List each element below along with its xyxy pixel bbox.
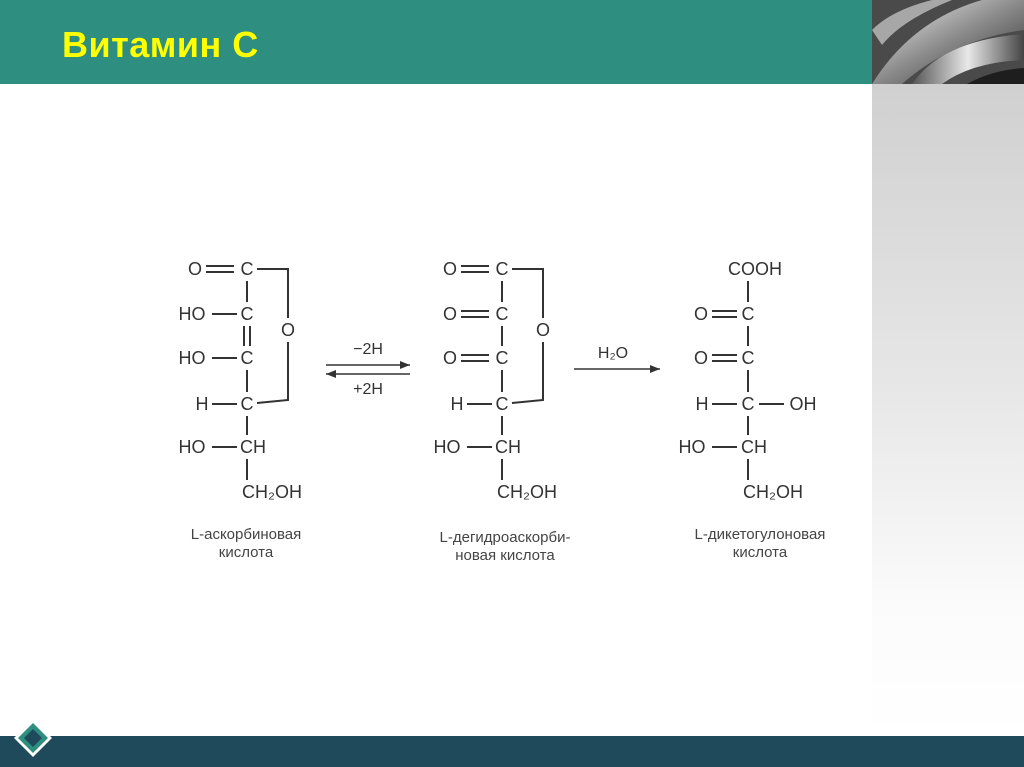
atom-label: O bbox=[536, 320, 550, 340]
atom-label: C bbox=[742, 348, 755, 368]
atom-label: HO bbox=[434, 437, 461, 457]
atom-label: C bbox=[496, 259, 509, 279]
atom-label: C bbox=[241, 304, 254, 324]
slide-footer bbox=[0, 736, 1024, 767]
atom-label: CH bbox=[495, 437, 521, 457]
atom-label: C bbox=[241, 394, 254, 414]
right-side-panel bbox=[872, 84, 1024, 736]
atom-label: HO bbox=[179, 304, 206, 324]
molecule-ascorbic-acid: O C HO C HO C H C HO CH CH₂OH bbox=[179, 259, 303, 502]
reaction-label-top: −2H bbox=[353, 341, 383, 358]
atom-label: O bbox=[694, 304, 708, 324]
atom-label: CH₂OH bbox=[242, 482, 302, 502]
reaction-diagram: O C HO C HO C H C HO CH CH₂OH bbox=[160, 240, 860, 585]
diamond-logo-icon bbox=[13, 718, 53, 758]
atom-label: C bbox=[742, 304, 755, 324]
molecule-diketogulonic-acid: COOH O C O C H C OH HO CH CH₂OH bbox=[679, 259, 817, 502]
atom-label: H bbox=[451, 394, 464, 414]
atom-label: O bbox=[443, 259, 457, 279]
atom-label: CH₂OH bbox=[743, 482, 803, 502]
caption-line: L-дегидроаскорби- bbox=[439, 529, 571, 546]
slide-title: Витамин С bbox=[62, 24, 259, 65]
atom-label: O bbox=[443, 348, 457, 368]
atom-label: C bbox=[241, 348, 254, 368]
atom-label: O bbox=[694, 348, 708, 368]
atom-label: H bbox=[196, 394, 209, 414]
caption-diketogulonic-acid: L-дикетогулоновая кислота bbox=[670, 526, 850, 562]
hydrolysis-arrow: H₂O bbox=[574, 345, 660, 373]
atom-label: CH bbox=[240, 437, 266, 457]
caption-line: L-аскорбиновая bbox=[190, 526, 302, 543]
atom-label: HO bbox=[179, 437, 206, 457]
reversible-arrow: −2H +2H bbox=[326, 341, 410, 398]
atom-label: OH bbox=[790, 394, 817, 414]
atom-label: O bbox=[281, 320, 295, 340]
atom-label: C bbox=[496, 304, 509, 324]
corner-decoration-image bbox=[872, 0, 1024, 84]
atom-label: HO bbox=[679, 437, 706, 457]
atom-label: HO bbox=[179, 348, 206, 368]
atom-label: COOH bbox=[728, 259, 782, 279]
slide-header: Витамин С bbox=[0, 0, 872, 84]
atom-label: CH₂OH bbox=[497, 482, 557, 502]
caption-line: новая кислота bbox=[455, 547, 555, 564]
atom-label: O bbox=[443, 304, 457, 324]
caption-ascorbic-acid: L-аскорбиновая кислота bbox=[160, 526, 332, 562]
reaction-label-water: H₂O bbox=[598, 345, 628, 362]
atom-label: CH bbox=[741, 437, 767, 457]
atom-label: H bbox=[696, 394, 709, 414]
caption-line: кислота bbox=[218, 544, 274, 561]
caption-line: L-дикетогулоновая bbox=[694, 526, 826, 543]
molecule-dehydroascorbic-acid: O C O C O C H C HO CH CH₂OH O bbox=[434, 259, 558, 502]
atom-label: C bbox=[742, 394, 755, 414]
atom-label: C bbox=[496, 348, 509, 368]
atom-label: C bbox=[496, 394, 509, 414]
caption-dehydroascorbic-acid: L-дегидроаскорби- новая кислота bbox=[410, 529, 600, 565]
atom-label: O bbox=[188, 259, 202, 279]
reaction-label-bottom: +2H bbox=[353, 381, 383, 398]
caption-line: кислота bbox=[732, 544, 788, 561]
atom-label: C bbox=[241, 259, 254, 279]
